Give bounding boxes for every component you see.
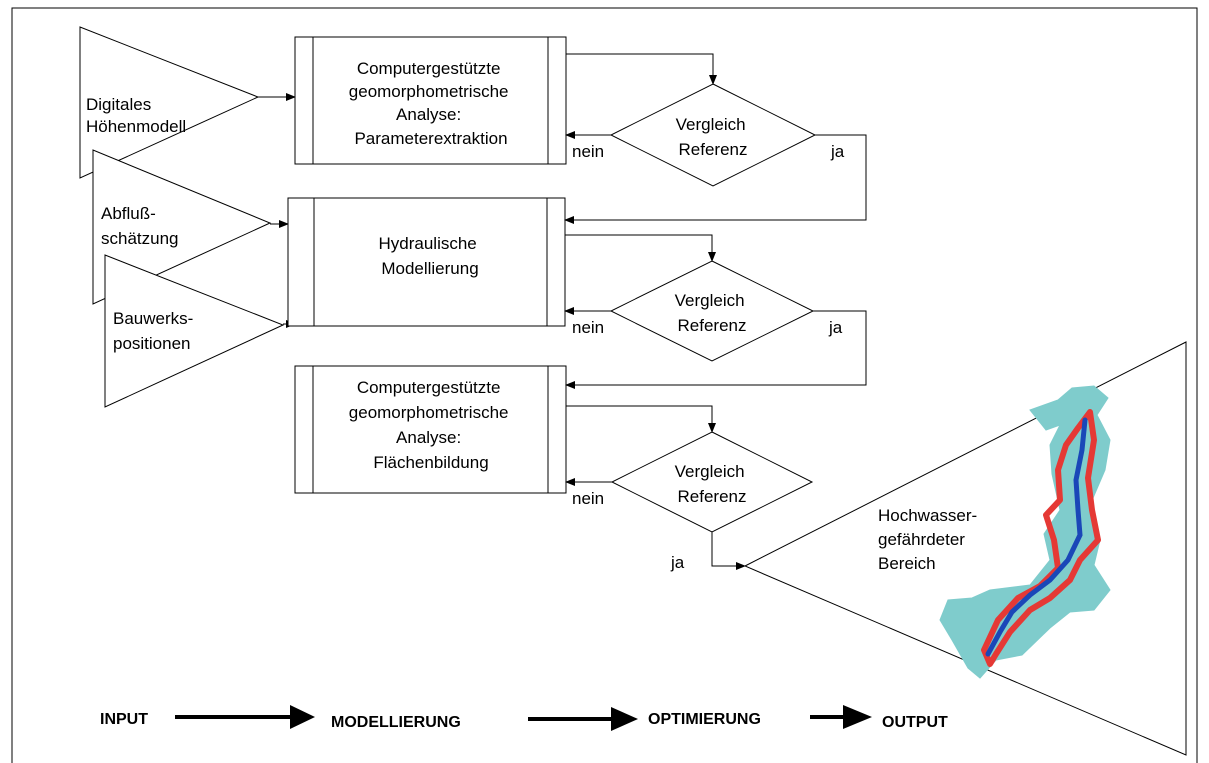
stage-optimierung: OPTIMIERUNG (648, 711, 761, 728)
stage-timeline: INPUT MODELLIERUNG OPTIMIERUNG OUTPUT (100, 705, 948, 731)
process-flaechenbildung: Computergestützte geomorphometrische Ana… (294, 365, 567, 494)
decision-vergleich-referenz-3: Vergleich Referenz (610, 431, 814, 533)
output-hochwassergefaehrdeter-bereich: Hochwasser- gefährdeter Bereich (743, 341, 1187, 756)
decision-label: Vergleich Referenz (675, 291, 750, 335)
input-abflussschaetzung: Abfluß-schätzung (92, 149, 272, 305)
arrow-d2-yes (565, 310, 867, 389)
label-ja-1: ja (830, 142, 845, 161)
decision-label: Vergleich Referenz (675, 462, 750, 506)
arrow-d1-yes (564, 134, 867, 224)
hazard-outline (981, 409, 1101, 667)
flood-map (939, 385, 1111, 679)
stage-arrowhead-1 (290, 705, 315, 729)
stage-output: OUTPUT (882, 714, 948, 731)
input-bauwerkspositionen: Bauwerks-positionen (104, 254, 285, 408)
flood-area (939, 385, 1111, 679)
label-ja-3: ja (670, 553, 685, 572)
stage-modellierung: MODELLIERUNG (331, 714, 461, 731)
decision-vergleich-referenz-1: Vergleich Referenz (609, 83, 817, 187)
river (985, 417, 1088, 657)
process-label: Hydraulische Modellierung (379, 234, 482, 278)
stage-input: INPUT (100, 711, 148, 728)
label-nein-3: nein (572, 489, 604, 508)
process-label: Computergestützte geomorphometrische Ana… (349, 378, 513, 472)
arrow-p2-to-d2 (565, 234, 716, 262)
arrow-p3-to-d3 (566, 405, 716, 433)
label-nein-1: nein (572, 142, 604, 161)
decision-vergleich-referenz-2: Vergleich Referenz (609, 260, 815, 362)
label-ja-2: ja (828, 318, 843, 337)
label-nein-2: nein (572, 318, 604, 337)
process-label: Computergestützte geomorphometrische Ana… (349, 59, 513, 148)
input-label: Bauwerks-positionen (113, 309, 193, 353)
arrow-p1-to-d1 (566, 53, 717, 85)
process-parameterextraktion: Computergestützte geomorphometrische Ana… (294, 36, 567, 165)
output-label: Hochwasser- gefährdeter Bereich (878, 506, 982, 573)
stage-arrowhead-2 (611, 707, 638, 731)
stage-arrowhead-3 (843, 705, 872, 729)
figure-frame (11, 7, 1198, 763)
arrow-d3-yes (711, 532, 746, 570)
decision-label: Vergleich Referenz (676, 115, 751, 159)
process-hydraulische-modellierung: Hydraulische Modellierung (287, 197, 566, 327)
input-label: Abfluß-schätzung (101, 204, 179, 248)
